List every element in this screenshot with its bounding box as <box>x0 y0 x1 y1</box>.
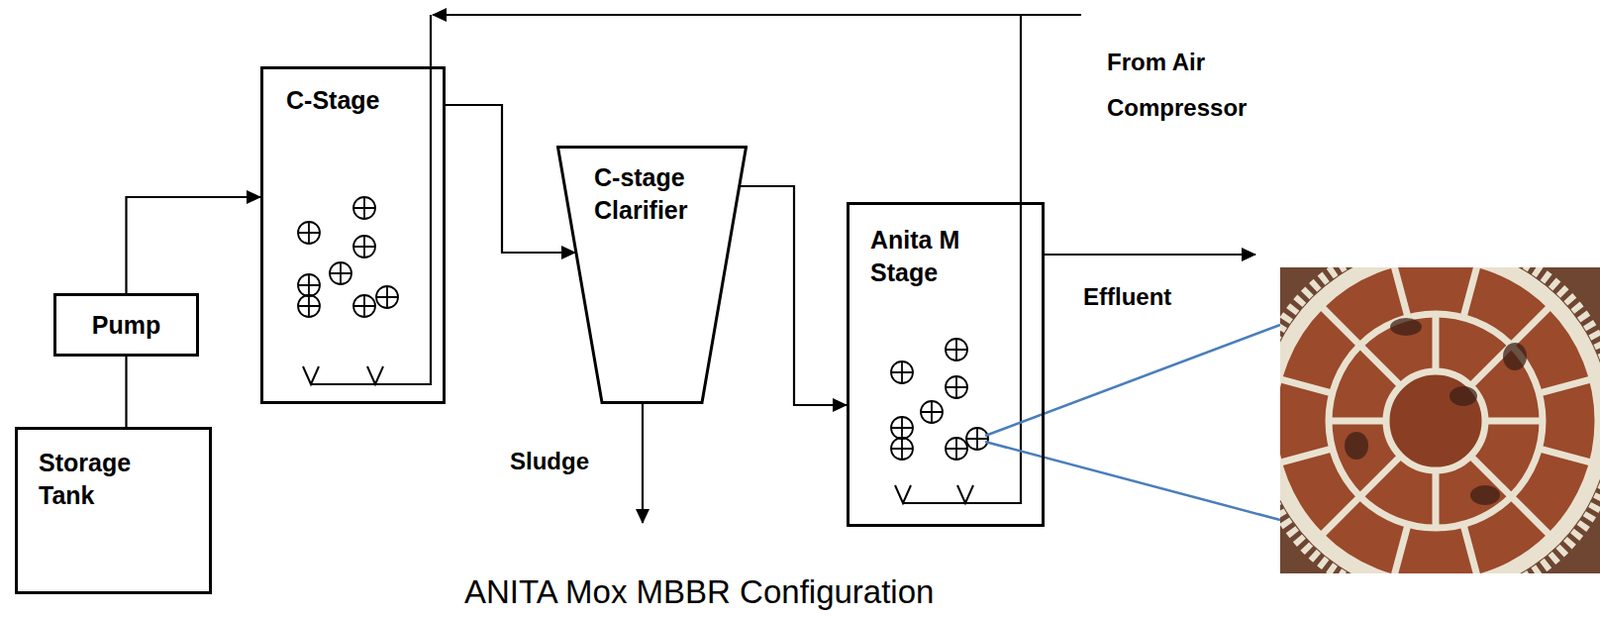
flow-connector <box>126 197 262 294</box>
air-line <box>432 13 1082 16</box>
reactor-tank: Anita M Stage <box>846 201 1045 527</box>
reactor-tank: C-Stage <box>260 66 446 404</box>
node-label: Pump <box>92 308 161 342</box>
node-label: Storage Tank <box>38 446 178 511</box>
storage-tank: Storage Tank <box>14 426 212 595</box>
carrier-photo <box>1280 267 1600 574</box>
node-label: C-stage Clarifier <box>594 161 723 226</box>
source-label: From Air Compressor <box>1106 39 1305 131</box>
node-label: Anita M Stage <box>870 223 1009 289</box>
clarifier: C-stage Clarifier <box>556 145 748 404</box>
caption: ANITA Mox MBBR Configuration <box>464 573 934 611</box>
diffuser <box>302 366 384 385</box>
clarifier-outline <box>558 147 747 403</box>
stream-label: Sludge <box>509 445 590 477</box>
air-line <box>310 14 431 385</box>
stream-label: Effluent <box>1083 281 1172 312</box>
sludge-arrow <box>641 403 644 523</box>
leader-line <box>985 324 1281 520</box>
pump-box: Pump <box>53 293 200 357</box>
flow-connector <box>445 104 576 253</box>
flow-connector <box>124 356 127 427</box>
diffuser <box>895 485 974 503</box>
flow-connector <box>740 186 847 405</box>
node-label: C-Stage <box>286 84 443 117</box>
effluent-arrow <box>1044 253 1256 256</box>
